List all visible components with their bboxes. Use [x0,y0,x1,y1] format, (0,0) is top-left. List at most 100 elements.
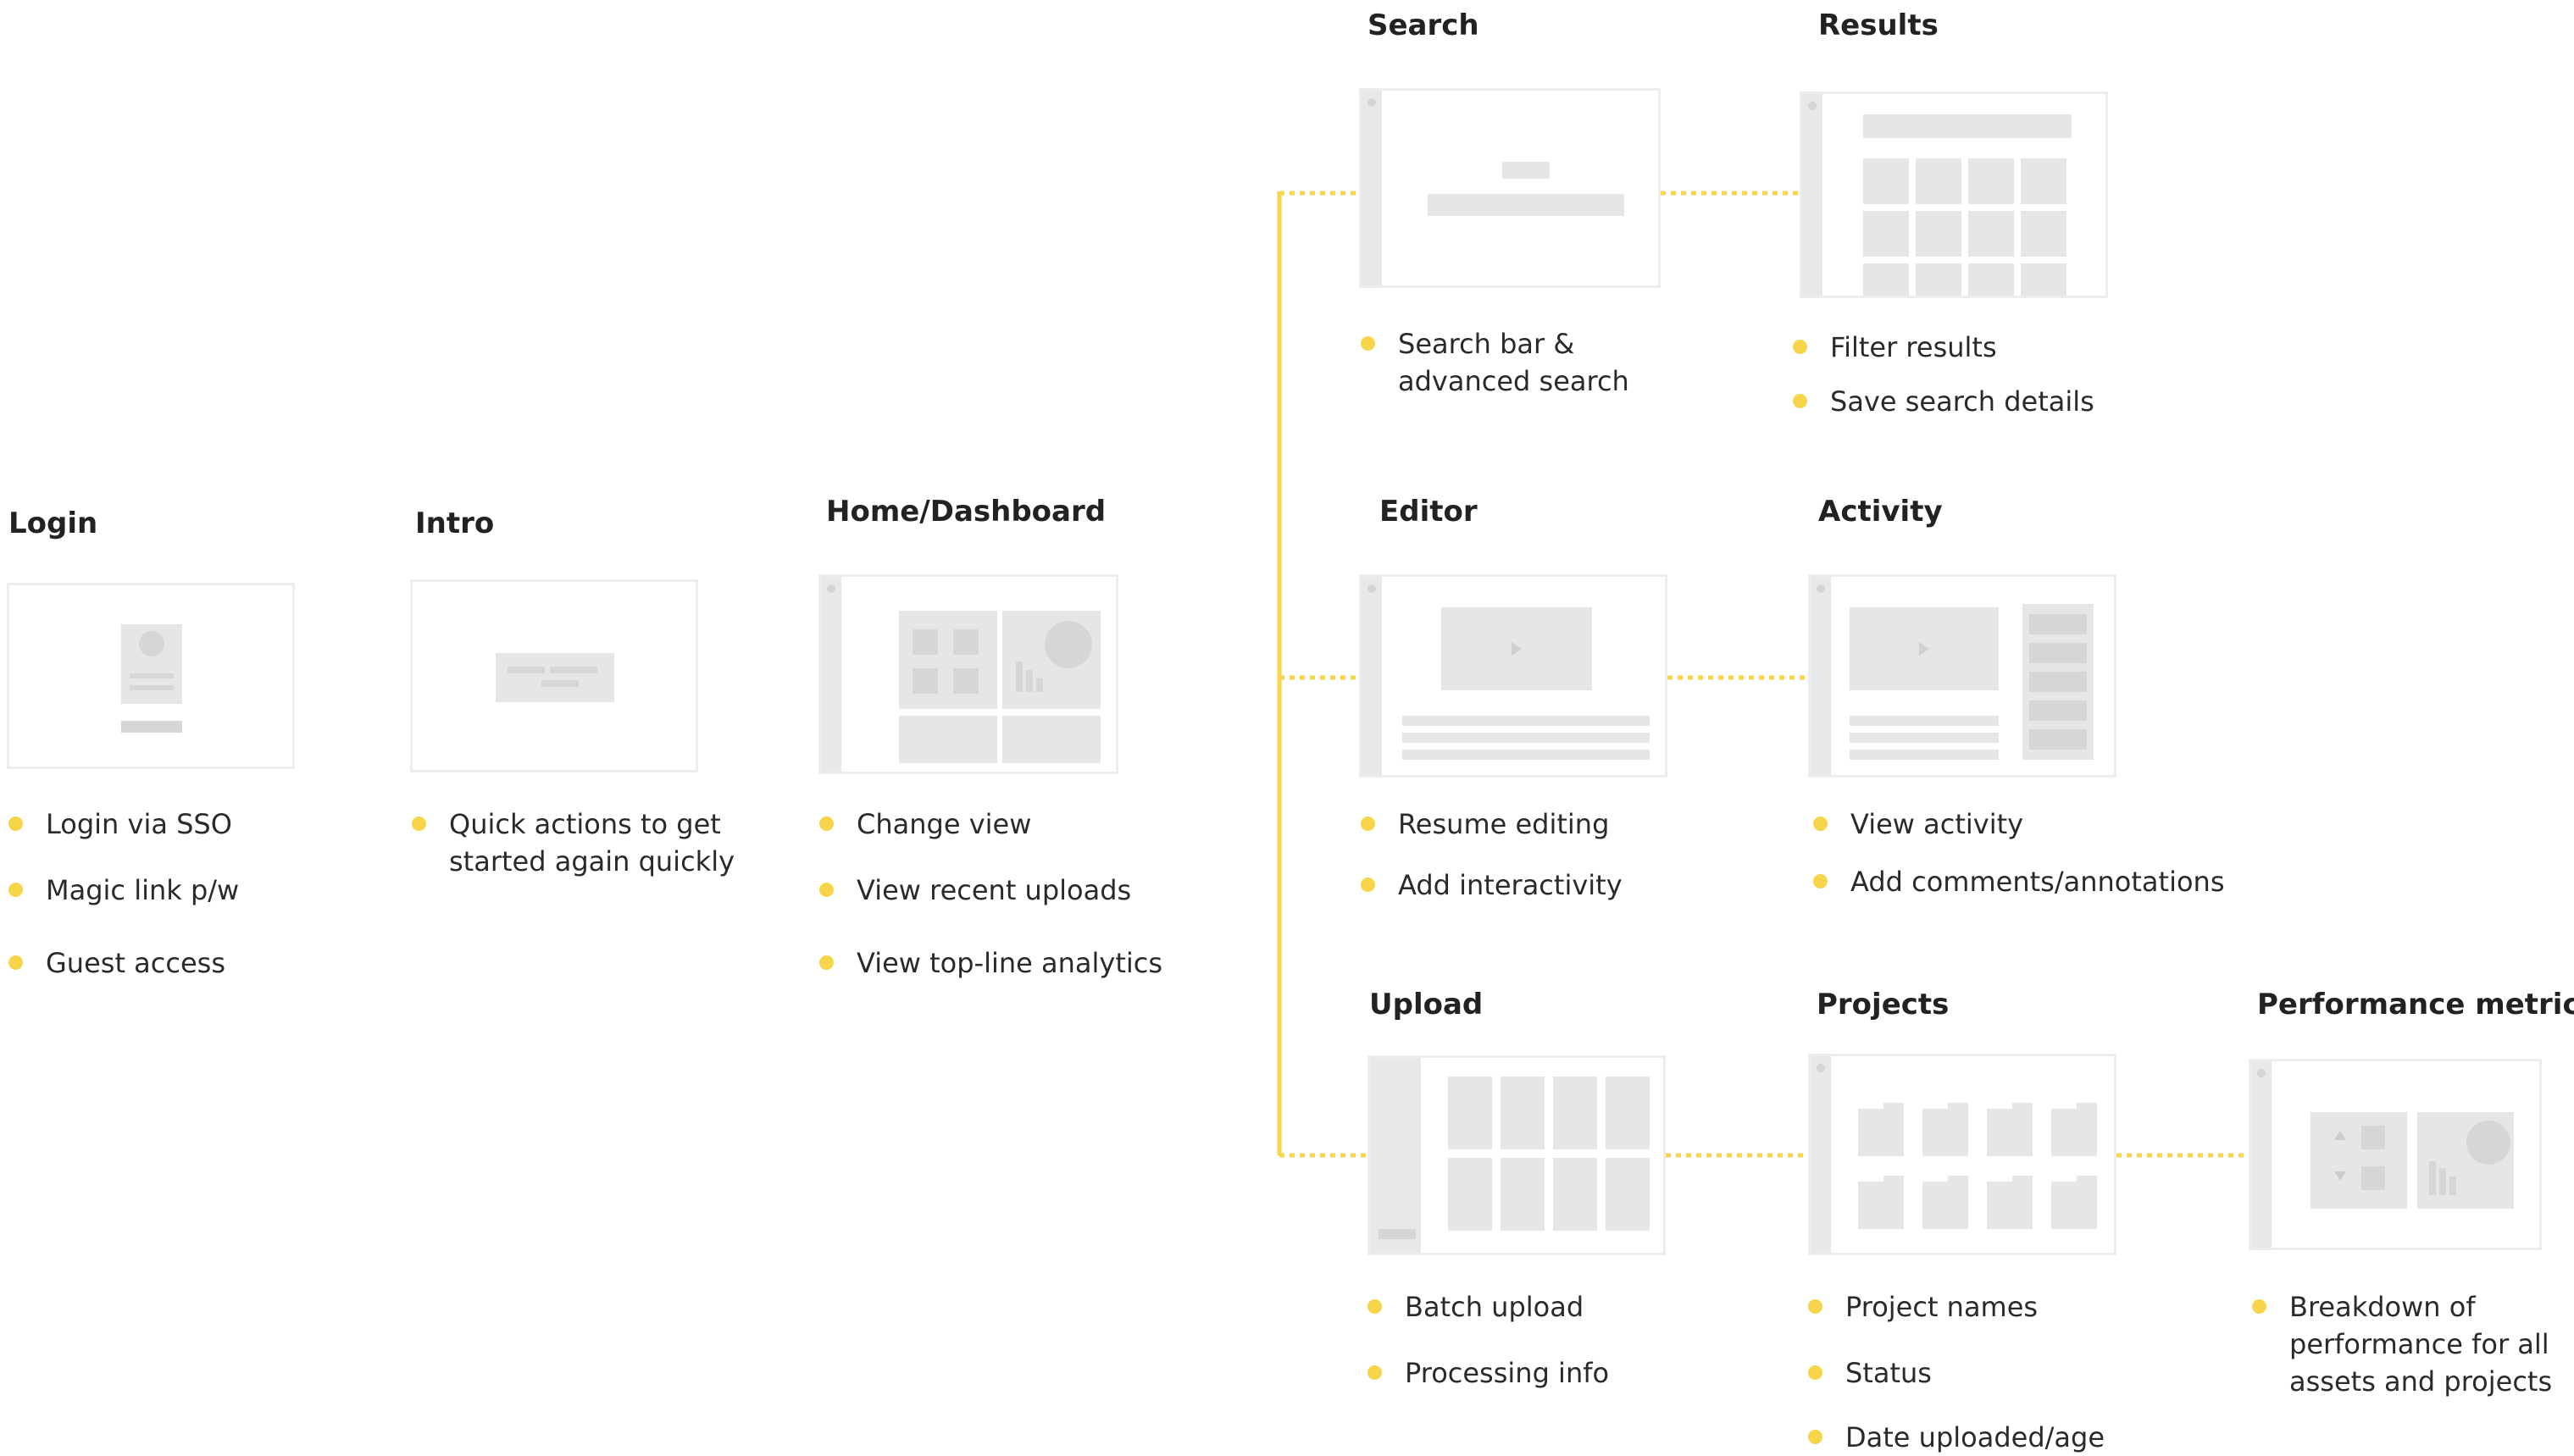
login-title: Login [8,507,98,540]
activity-bullet-1: View activity [1812,806,2023,843]
result-thumbnail [1968,263,2014,296]
activity-feed-item [2029,614,2087,634]
result-thumbnail [2021,158,2066,204]
upload-file-tile [1501,1077,1545,1149]
home-tile [953,629,979,655]
intro-card [496,653,614,702]
login-bullet-1: Login via SSO [8,806,232,843]
activity-feed-item [2029,643,2087,663]
projects-bullet-2: Status [1808,1354,1932,1392]
intro-wireframe [410,579,698,772]
result-thumbnail [1863,158,1909,204]
pie-chart-icon [1045,621,1092,668]
avatar-placeholder-icon [139,631,164,656]
result-thumbnail [1916,158,1961,204]
home-panel [899,716,997,763]
editor-bullet-1: Resume editing [1360,806,1609,843]
result-thumbnail [1968,211,2014,257]
project-folder-icon [1922,1103,1968,1156]
editor-wireframe [1359,574,1667,778]
home-tile [913,668,938,694]
upload-file-tile [1553,1158,1597,1231]
bar-chart-icon [2449,1176,2456,1195]
upload-title: Upload [1369,988,1484,1021]
login-bullet-2: Magic link p/w [8,872,239,909]
home-tiles-panel [899,611,997,709]
projects-sidebar [1811,1056,1831,1253]
projects-wireframe [1808,1054,2116,1255]
result-thumbnail [1863,211,1909,257]
results-bullet-1: Filter results [1793,329,1997,366]
search-bar-placeholder [1428,194,1624,216]
play-icon [1919,642,1929,656]
results-sidebar [1802,94,1822,296]
editor-sidebar [1362,577,1382,775]
search-bullet-1: Search bar & advanced search [1361,325,1629,400]
upload-file-tile [1448,1077,1492,1149]
home-bullet-3: View top-line analytics [818,944,1162,982]
upload-wireframe [1367,1055,1666,1255]
editor-title: Editor [1379,495,1478,529]
login-field-line [130,685,174,690]
editor-line [1402,716,1650,726]
trend-down-icon [2334,1171,2346,1181]
performance-kpi-panel [2310,1112,2407,1209]
project-folder-icon [1858,1176,1904,1229]
projects-title: Projects [1817,988,1950,1021]
project-folder-icon [1858,1103,1904,1156]
login-wireframe [7,583,295,769]
upload-bullet-1: Batch upload [1367,1288,1584,1326]
home-bullet-1: Change view [818,806,1031,843]
search-title: Search [1367,8,1479,42]
activity-feed-item [2029,700,2087,721]
activity-wireframe [1808,574,2116,778]
performance-sidebar [2251,1061,2272,1248]
intro-line [541,680,579,687]
editor-bullet-2: Add interactivity [1361,866,1623,904]
upload-file-tile [1553,1077,1597,1149]
results-header-placeholder [1863,114,2072,138]
performance-bullet-1: Breakdown of performance for all assets … [2251,1288,2552,1400]
intro-line [550,667,597,673]
activity-line [1850,733,1999,743]
bar-chart-icon [1016,662,1023,692]
activity-feed-item [2029,729,2087,750]
upload-sidebar-button [1379,1229,1416,1239]
activity-feed-item [2029,672,2087,692]
project-folder-icon [1987,1176,2033,1229]
login-field-line [130,673,174,678]
activity-line [1850,716,1999,726]
results-title: Results [1818,8,1939,42]
results-bullet-2: Save search details [1793,383,2094,420]
home-tile [913,629,938,655]
editor-line [1402,733,1650,743]
intro-title: Intro [415,507,495,540]
projects-bullet-1: Project names [1807,1288,2038,1326]
search-wireframe [1359,88,1661,288]
kpi-tile [2361,1126,2385,1149]
upload-bullet-2: Processing info [1367,1354,1609,1392]
play-icon [1512,642,1522,656]
upload-file-tile [1501,1158,1545,1231]
bar-chart-icon [1026,670,1033,692]
activity-title: Activity [1818,495,1943,529]
home-sidebar [821,577,841,772]
activity-sidebar [1811,577,1831,775]
login-bullet-3: Guest access [8,944,225,982]
upload-sidebar [1370,1058,1421,1253]
bar-chart-icon [1036,678,1043,692]
pie-chart-icon [2466,1121,2510,1165]
project-folder-icon [1987,1103,2033,1156]
editor-line [1402,750,1650,760]
project-folder-icon [1922,1176,1968,1229]
result-thumbnail [1968,158,2014,204]
kpi-tile [2361,1166,2385,1190]
home-title: Home/Dashboard [826,495,1107,529]
result-thumbnail [2021,211,2066,257]
intro-bullet-1: Quick actions to get started again quick… [411,806,735,880]
upload-file-tile [1448,1158,1492,1231]
activity-bullet-2: Add comments/annotations [1812,863,2224,900]
project-folder-icon [2051,1176,2097,1229]
home-panel [1002,716,1101,763]
